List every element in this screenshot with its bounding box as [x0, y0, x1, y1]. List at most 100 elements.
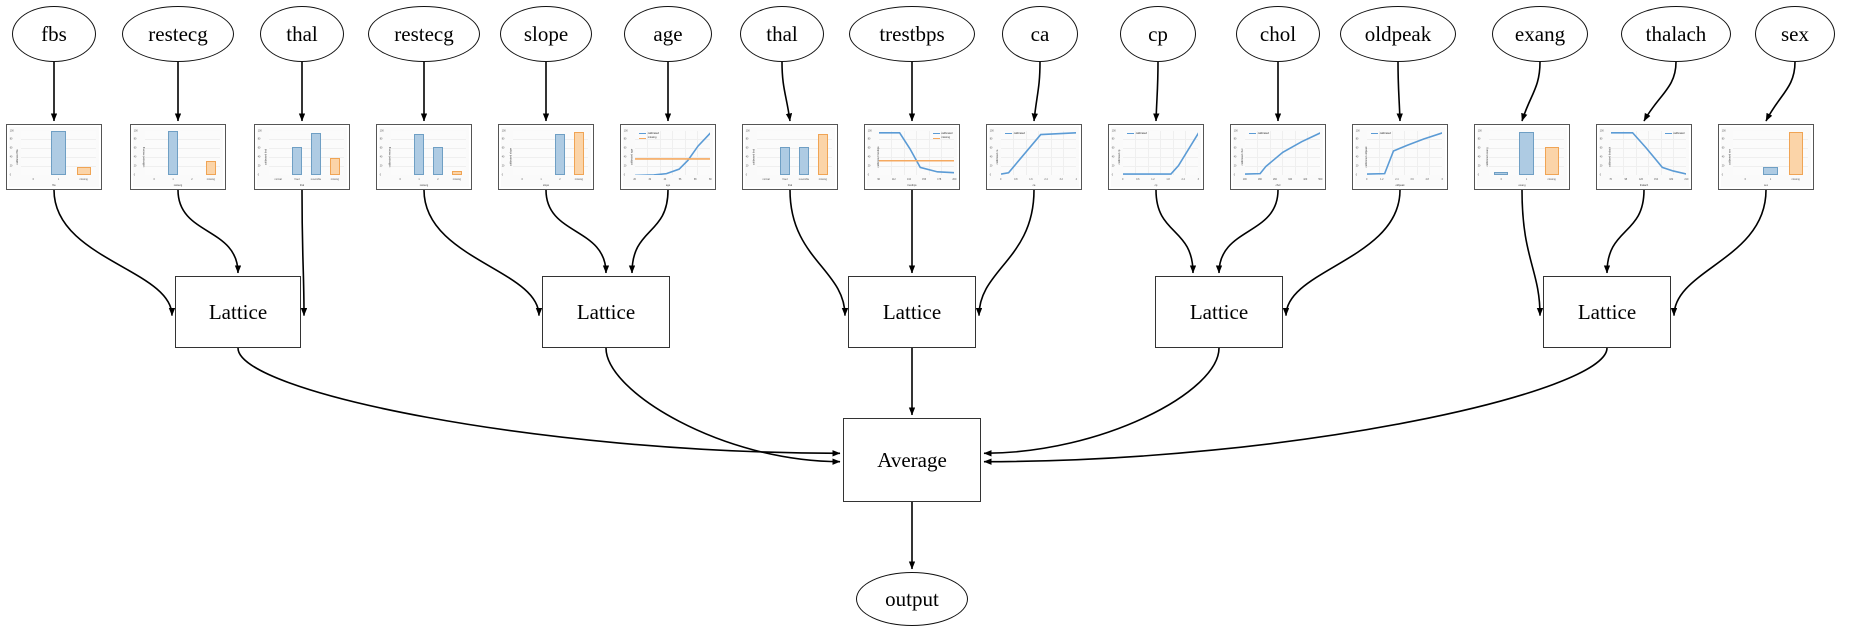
- y-tick-label: 100: [989, 129, 994, 133]
- bar: [1788, 132, 1803, 175]
- gridline: [903, 130, 905, 175]
- lattice-block-1[interactable]: Lattice: [175, 276, 301, 348]
- y-tick-label: 20: [1477, 164, 1481, 168]
- feature-node-trestbps[interactable]: trestbps: [849, 6, 975, 62]
- x-tick-label: 0: [153, 178, 155, 181]
- bar: [554, 134, 566, 175]
- y-tick-label: 40: [623, 155, 627, 159]
- y-tick-label: 60: [257, 146, 261, 150]
- lattice-block-2[interactable]: Lattice: [542, 276, 670, 348]
- lattice-block-4[interactable]: Lattice: [1155, 276, 1283, 348]
- y-tick-label: 100: [623, 129, 628, 133]
- gridline: [144, 157, 221, 159]
- edge-calibrator-to-lattice-4: [1155, 189, 1197, 274]
- y-tick-label: 40: [257, 155, 261, 159]
- y-tick-label: 100: [1355, 129, 1360, 133]
- y-tick-label: 100: [745, 129, 750, 133]
- plot-lines: [1245, 131, 1321, 175]
- plot-legend: calibrated: [1127, 132, 1147, 136]
- y-tick-label: 60: [1355, 146, 1359, 150]
- feature-node-restecg_b[interactable]: restecg: [368, 6, 480, 62]
- feature-node-chol[interactable]: chol: [1236, 6, 1320, 62]
- bar: [1494, 171, 1509, 175]
- y-tick-label: 100: [1233, 129, 1238, 133]
- y-tick-label: 40: [1721, 155, 1725, 159]
- plot-ylabel: calibrated restecg: [388, 146, 392, 168]
- x-tick-label: 1: [418, 178, 420, 181]
- y-tick-label: 80: [1111, 137, 1115, 141]
- plot-legend: calibrated: [1664, 132, 1685, 136]
- output-node[interactable]: output: [856, 572, 968, 626]
- y-tick-label: 0: [989, 173, 992, 177]
- feature-node-label: slope: [523, 21, 569, 46]
- legend-swatch: [932, 133, 940, 135]
- feature-node-thalach[interactable]: thalach: [1621, 6, 1731, 62]
- gridline: [1063, 130, 1065, 175]
- feature-node-label: fbs: [41, 21, 67, 46]
- y-tick-label: 80: [989, 137, 993, 141]
- y-tick-label: 0: [1721, 173, 1724, 177]
- average-block[interactable]: Average: [843, 418, 981, 502]
- lattice-block-3[interactable]: Lattice: [848, 276, 976, 348]
- legend-swatch: [1664, 133, 1672, 135]
- legend-label: calibrated: [1013, 131, 1025, 135]
- y-tick-label: 40: [379, 155, 383, 159]
- x-tick-label: 0.6: [1136, 178, 1140, 181]
- feature-node-fbs[interactable]: fbs: [12, 6, 96, 62]
- feature-node-cp[interactable]: cp: [1120, 6, 1196, 62]
- edge-thal_b-to-calibrator: [781, 61, 793, 122]
- feature-node-exang[interactable]: exang: [1492, 6, 1588, 62]
- edge-calibrator-to-lattice-2: [545, 189, 610, 274]
- y-tick-label: 20: [867, 164, 871, 168]
- plot-ylabel: calibrated fbs: [16, 149, 20, 165]
- plot-legend: calibrated: [1371, 132, 1391, 136]
- feature-node-slope[interactable]: slope: [500, 6, 592, 62]
- y-tick-label: 100: [867, 129, 872, 133]
- feature-node-label: thal: [286, 21, 318, 46]
- y-tick-label: 20: [379, 164, 383, 168]
- feature-node-sex[interactable]: sex: [1755, 6, 1835, 62]
- plot-lines: [879, 131, 955, 175]
- x-tick-label: 44: [663, 178, 667, 181]
- feature-node-restecg_a[interactable]: restecg: [122, 6, 234, 62]
- y-tick-label: 80: [1721, 137, 1725, 141]
- y-tick-label: 60: [1721, 146, 1725, 150]
- legend-label: missing: [647, 136, 657, 140]
- plot-xlabel: restecg: [419, 184, 429, 187]
- y-tick-label: 60: [1233, 146, 1237, 150]
- feature-node-age[interactable]: age: [624, 6, 712, 62]
- y-tick-label: 0: [1111, 173, 1114, 177]
- feature-node-ca[interactable]: ca: [1002, 6, 1078, 62]
- feature-node-label: restecg: [394, 21, 454, 46]
- lattice-block-5[interactable]: Lattice: [1543, 276, 1671, 348]
- plot-ylabel: calibrated sex: [1728, 148, 1732, 166]
- feature-node-thal_a[interactable]: thal: [260, 6, 344, 62]
- y-tick-label: 20: [1599, 164, 1603, 168]
- feature-node-thal_b[interactable]: thal: [740, 6, 824, 62]
- y-tick-label: 60: [1477, 146, 1481, 150]
- x-tick-label: 0: [1366, 178, 1368, 181]
- plot-xlabel: thal: [787, 184, 793, 187]
- gridline: [1732, 166, 1809, 168]
- feature-node-oldpeak[interactable]: oldpeak: [1340, 6, 1456, 62]
- plot-ylabel: calibrated cp: [1117, 149, 1121, 165]
- feature-node-label: ca: [1030, 21, 1050, 46]
